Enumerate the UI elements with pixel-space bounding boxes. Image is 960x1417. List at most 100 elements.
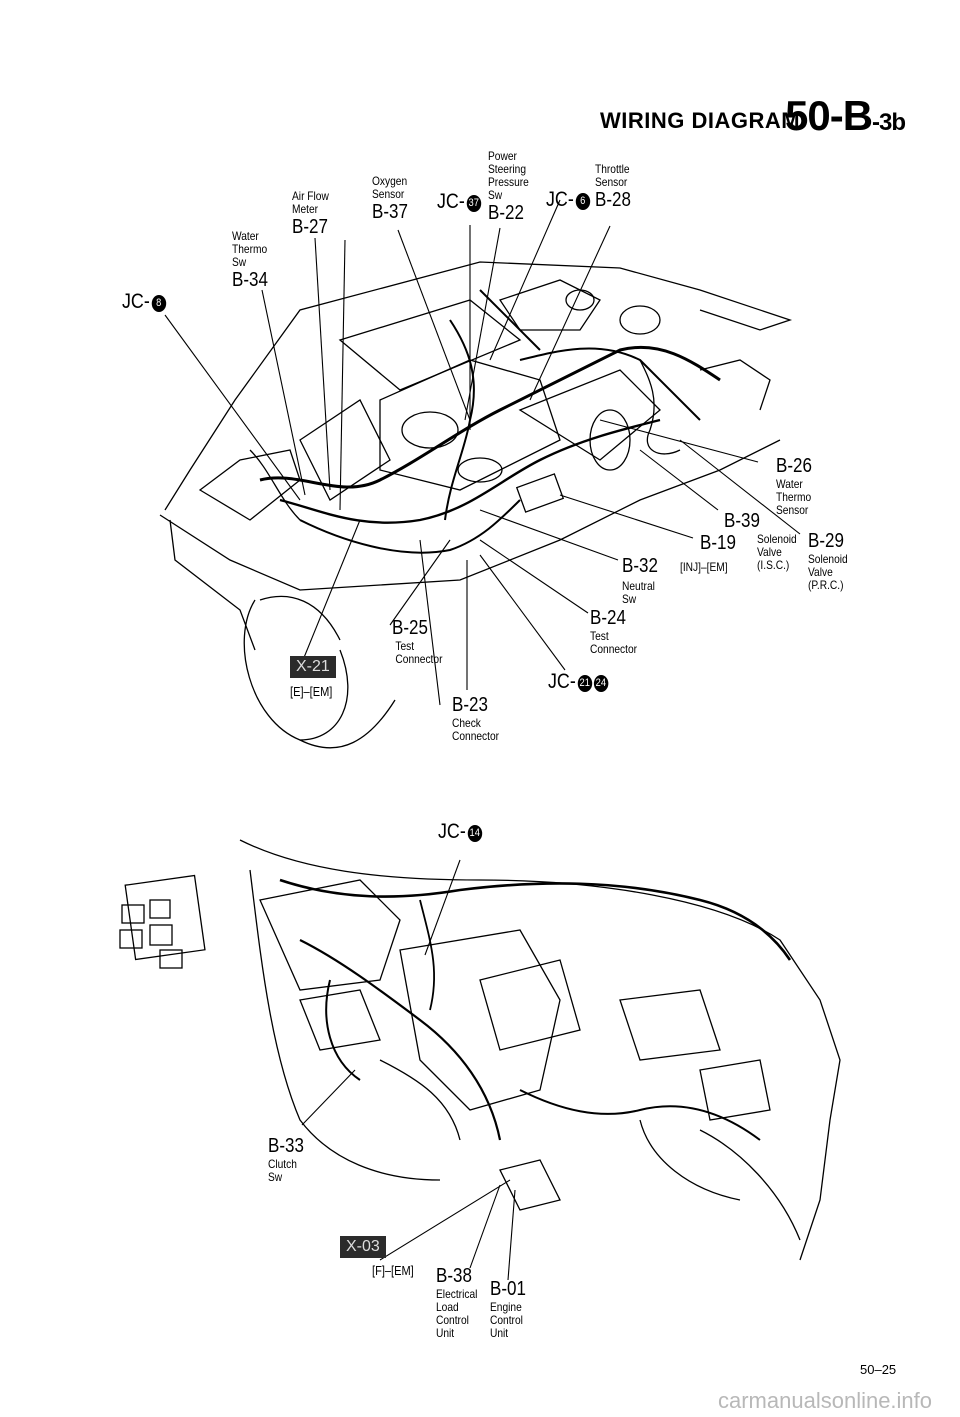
junction-jc-14: JC-14 xyxy=(438,820,482,844)
desc-line: Sw xyxy=(622,592,637,606)
label-b32-code: B-32 xyxy=(622,555,658,577)
connector-code: B-24 xyxy=(590,607,626,629)
desc-line: Power xyxy=(488,149,517,163)
label-b22: Power Steering Pressure Sw B-22 xyxy=(488,150,536,225)
label-b39: B-39 xyxy=(724,510,760,532)
desc-line: (I.S.C.) xyxy=(757,558,790,572)
junction-jc-8: JC-8 xyxy=(122,290,166,314)
label-b27: Air Flow Meter B-27 xyxy=(292,190,335,239)
desc-line: Valve xyxy=(808,565,833,579)
jc-prefix: JC- xyxy=(122,290,150,313)
desc-line: Solenoid xyxy=(757,532,797,546)
desc-line: Connector xyxy=(452,729,500,743)
connector-code: B-27 xyxy=(292,216,328,238)
label-b33: B-33 Clutch Sw xyxy=(268,1135,310,1184)
label-b23: B-23 Check Connector xyxy=(452,694,507,743)
section-number: 50-B-3b xyxy=(785,92,906,140)
desc-line: Connector xyxy=(395,652,443,666)
diagram-title: WIRING DIAGRAM xyxy=(600,108,801,133)
desc-line: Thermo xyxy=(776,490,812,504)
section-code: 50-B xyxy=(785,92,873,139)
desc-line: Control xyxy=(436,1313,469,1327)
badge-x21-note: [E]–[EM] xyxy=(290,684,333,699)
jc-number-badge: 8 xyxy=(151,295,166,312)
badge-x21: X-21 xyxy=(290,656,336,678)
desc-line: Control xyxy=(490,1313,523,1327)
connector-code: B-33 xyxy=(268,1135,304,1157)
desc-line: Clutch xyxy=(268,1157,297,1171)
desc-line: Solenoid xyxy=(808,552,848,566)
label-b29: B-29 Solenoid Valve (P.R.C.) xyxy=(808,530,855,592)
desc-line: Thermo xyxy=(232,242,268,256)
desc-line: Sensor xyxy=(372,187,405,201)
desc-line: Sensor xyxy=(595,175,628,189)
label-b38: B-38 Electrical Load Control Unit xyxy=(436,1265,485,1340)
jc-number-badge: 21 xyxy=(577,675,592,692)
label-b24: B-24 Test Connector xyxy=(590,607,645,656)
section-suffix: -3b xyxy=(872,109,906,136)
connector-code: B-23 xyxy=(452,694,488,716)
desc-line: Connector xyxy=(590,642,638,656)
connector-code: B-22 xyxy=(488,202,524,224)
label-b32-desc: Neutral Sw xyxy=(622,580,661,606)
jc-number-badge: 14 xyxy=(467,825,482,842)
label-b28: Throttle Sensor B-28 xyxy=(595,163,637,212)
label-b01: B-01 Engine Control Unit xyxy=(490,1278,532,1340)
jc-prefix: JC- xyxy=(438,820,466,843)
jc-number-badge: 37 xyxy=(466,195,481,212)
junction-jc-6: JC-6 xyxy=(546,188,590,212)
jc-prefix: JC- xyxy=(437,190,465,213)
label-b34: Water Thermo Sw B-34 xyxy=(232,230,274,292)
badge-x03: X-03 xyxy=(340,1236,386,1258)
desc-line: (P.R.C.) xyxy=(808,578,844,592)
desc-line: Water xyxy=(776,477,803,491)
label-b37: Oxygen Sensor B-37 xyxy=(372,175,414,224)
desc-line: Meter xyxy=(292,202,319,216)
badge-x03-note: [F]–[EM] xyxy=(372,1263,414,1278)
desc-line: Electrical xyxy=(436,1287,478,1301)
desc-line: Unit xyxy=(490,1326,509,1340)
label-b19-code: B-19 xyxy=(700,532,736,554)
desc-line: Oxygen xyxy=(372,174,408,188)
desc-line: Engine xyxy=(490,1300,522,1314)
connector-code: B-01 xyxy=(490,1278,526,1300)
label-b19-desc: Solenoid Valve (I.S.C.) xyxy=(757,533,804,572)
label-b25: B-25 Test Connector xyxy=(392,617,451,666)
connector-code: B-34 xyxy=(232,269,268,291)
desc-line: Sensor xyxy=(776,503,809,517)
jc-number-badge: 24 xyxy=(593,675,609,692)
desc-line: Sw xyxy=(488,188,503,202)
desc-line: Test xyxy=(395,639,415,653)
label-b26: B-26 Water Thermo Sensor xyxy=(776,455,818,517)
desc-line: Unit xyxy=(436,1326,455,1340)
desc-line: Valve xyxy=(757,545,782,559)
desc-line: Air Flow xyxy=(292,189,329,203)
connector-code: B-38 xyxy=(436,1265,472,1287)
watermark-link[interactable]: carmanualsonline.info xyxy=(718,1388,933,1413)
desc-line: Pressure xyxy=(488,175,529,189)
inj-em-note: [INJ]–[EM] xyxy=(680,560,728,574)
desc-line: Neutral xyxy=(622,579,655,593)
desc-line: Load xyxy=(436,1300,459,1314)
desc-line: Water xyxy=(232,229,259,243)
connector-code: B-29 xyxy=(808,530,844,552)
desc-line: Steering xyxy=(488,162,526,176)
desc-line: Sw xyxy=(268,1170,283,1184)
connector-code: B-26 xyxy=(776,455,812,477)
connector-code: B-37 xyxy=(372,201,408,223)
jc-prefix: JC- xyxy=(546,188,574,211)
desc-line: Sw xyxy=(232,255,247,269)
page-number: 50–25 xyxy=(860,1362,897,1377)
jc-number-badge: 6 xyxy=(575,193,590,210)
connector-code: B-25 xyxy=(392,617,428,639)
jc-prefix: JC- xyxy=(548,670,576,693)
desc-line: Check xyxy=(452,716,481,730)
desc-line: Throttle xyxy=(595,162,630,176)
connector-code: B-28 xyxy=(595,189,631,211)
desc-line: Test xyxy=(590,629,609,643)
junction-jc-37: JC-37 xyxy=(437,190,481,214)
